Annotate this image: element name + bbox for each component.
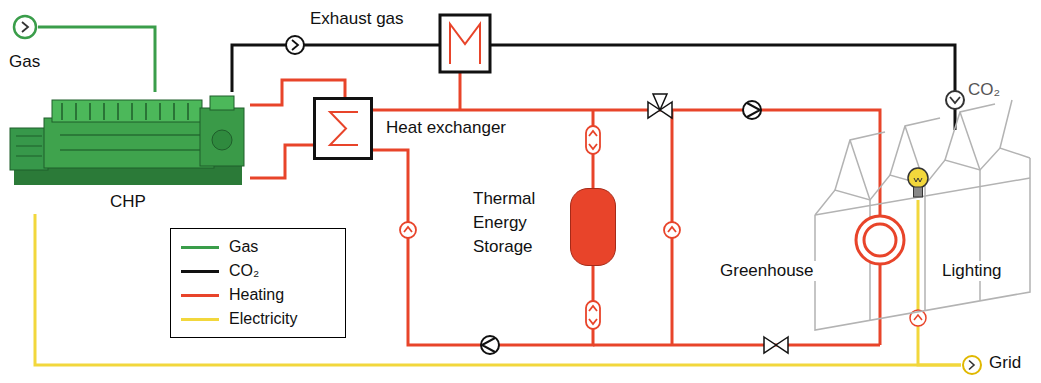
- node-label: Greenhouse: [718, 261, 816, 281]
- lighting-bulb: Lighting: [906, 166, 930, 200]
- legend-text: Gas: [229, 238, 258, 256]
- legend-box: GasCO₂ HeatingElectricity: [170, 228, 346, 338]
- edge-label: Exhaust gas: [308, 9, 406, 29]
- greenhouse: GreenhouseLighting: [780, 130, 1035, 340]
- legend-row: CO₂: [181, 259, 335, 283]
- legend-line-sample: [181, 318, 219, 321]
- gas-source: Gas: [12, 14, 38, 40]
- pipe-connector: [38, 27, 155, 92]
- node-label: Heat exchanger: [386, 118, 506, 138]
- legend-line-sample: [181, 294, 219, 297]
- three-way-valve: [648, 94, 672, 118]
- exhaust-fan-symbol: [286, 36, 304, 54]
- co2-valve-symbol: [946, 91, 964, 109]
- pipe-connector: [373, 150, 593, 345]
- exhaust-heat-exchanger: [440, 15, 490, 72]
- heat-exchanger: Heat exchanger: [313, 97, 373, 160]
- heating-coil: [856, 216, 904, 264]
- chp-unit: CHP: [10, 92, 250, 214]
- gas-symbol: [12, 14, 38, 40]
- node-label: CHP: [110, 192, 146, 212]
- legend-row: Electricity: [181, 307, 335, 331]
- legend-line-sample: [181, 270, 219, 273]
- legend-row: Heating: [181, 283, 335, 307]
- flow-indicator: [400, 126, 680, 329]
- co2-label: CO₂: [968, 80, 1000, 100]
- chp-engine: [10, 96, 244, 185]
- legend-row: Gas: [181, 235, 335, 259]
- grid-symbol: [961, 354, 983, 376]
- legend-text: Electricity: [229, 310, 297, 328]
- node-label: Lighting: [940, 261, 1004, 281]
- pipe-connector: [250, 145, 313, 178]
- node-label: Thermal Energy Storage: [473, 187, 557, 258]
- legend-line-sample: [181, 246, 219, 249]
- bulb-symbol: [906, 166, 930, 200]
- hx-symbol: [316, 100, 376, 163]
- valve-symbol: [764, 337, 788, 353]
- node-label: Gas: [9, 52, 40, 72]
- node-label: Grid: [989, 353, 1021, 373]
- grid-connection: Grid: [961, 354, 983, 376]
- greenhouse-outline: [815, 100, 1030, 330]
- thermal-storage-tank: Thermal Energy Storage: [570, 188, 616, 266]
- legend-text: CO₂: [229, 262, 259, 280]
- legend-text: Heating: [229, 286, 284, 304]
